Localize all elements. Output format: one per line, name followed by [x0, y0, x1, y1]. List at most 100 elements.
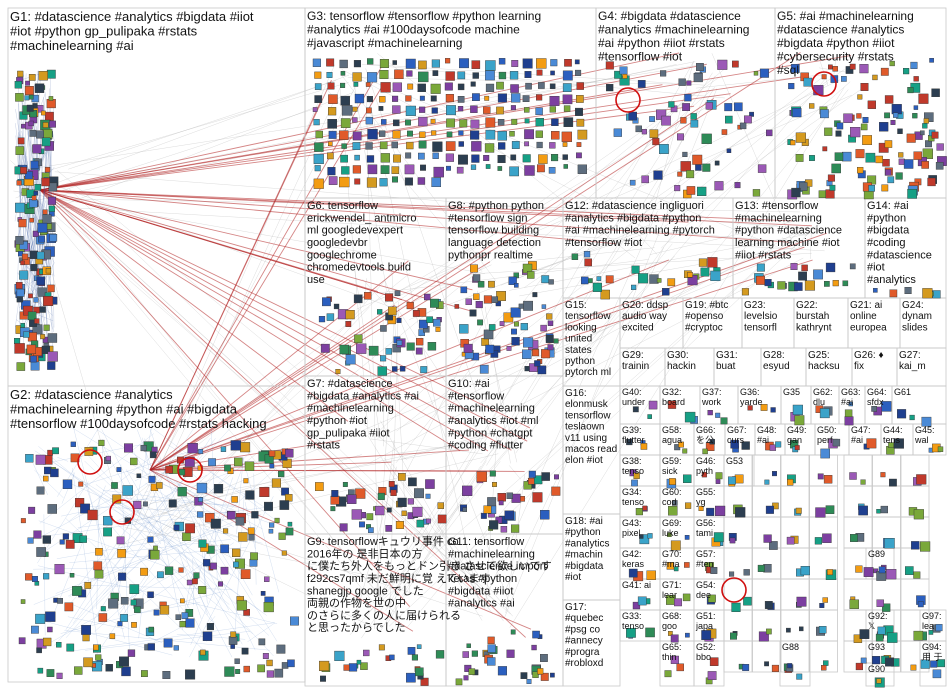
- g3-node: [406, 141, 414, 150]
- g5-node: [799, 182, 808, 191]
- g13-node: [801, 264, 808, 272]
- g11-node: [510, 629, 516, 635]
- g3-node: [392, 60, 398, 65]
- gx-node: [786, 536, 795, 545]
- group-label-g28: G28:esyud: [763, 350, 790, 372]
- g2-node: [285, 449, 294, 458]
- edge-strong: [149, 440, 341, 471]
- g7-node: [390, 489, 397, 496]
- g3-node: [393, 119, 400, 127]
- g59-node: [683, 474, 692, 484]
- g4-node: [705, 102, 713, 110]
- group-label-g92: G92:𝕏: [868, 611, 888, 631]
- g8-node: [511, 337, 520, 346]
- g2-node: [100, 606, 106, 612]
- g8-node: [541, 304, 547, 309]
- g9-node: [356, 659, 362, 665]
- g5-node: [913, 76, 919, 82]
- edge-g2: [110, 508, 175, 543]
- g4-node: [614, 70, 623, 79]
- g2-node: [156, 482, 163, 489]
- g3-node: [313, 178, 324, 189]
- g3-node: [431, 107, 438, 114]
- edge: [125, 273, 410, 504]
- g10-node: [511, 524, 520, 533]
- g10-node: [541, 472, 550, 481]
- g1-node: [38, 235, 45, 243]
- g3-node: [314, 71, 322, 79]
- g3-node: [433, 166, 444, 178]
- g2-node: [37, 667, 44, 674]
- g2-node: [175, 614, 182, 620]
- g3-node: [471, 60, 481, 69]
- g3-node: [353, 81, 359, 87]
- g4-node: [734, 182, 741, 189]
- g5-node: [898, 152, 904, 158]
- g8-node: [470, 264, 478, 273]
- g1-node: [16, 180, 22, 186]
- gx-node: [787, 479, 794, 486]
- edge-g2: [42, 454, 267, 616]
- g5-node: [884, 95, 894, 104]
- g3-node: [562, 83, 572, 93]
- g2-node: [52, 447, 59, 455]
- g2-node: [233, 457, 243, 467]
- edge-strong: [39, 189, 531, 429]
- g3-node: [511, 141, 520, 149]
- g3-node: [524, 129, 535, 140]
- g5-node: [795, 153, 804, 162]
- highlight-ring: [177, 457, 203, 483]
- g3-node: [341, 166, 350, 175]
- g9-node: [407, 647, 416, 655]
- g2-node: [140, 670, 148, 678]
- g3-node: [485, 83, 495, 93]
- g7-node: [437, 514, 447, 524]
- g4-node: [684, 94, 692, 102]
- g5-node: [907, 188, 918, 199]
- g1-node: [22, 253, 29, 260]
- g12-node: [605, 275, 614, 284]
- edge-g2: [97, 429, 236, 522]
- g5-node: [855, 149, 865, 159]
- g33-node: [645, 627, 655, 638]
- edge: [519, 247, 795, 297]
- group-label-g43: G43:pixel: [622, 518, 642, 538]
- g14-node: [932, 290, 941, 299]
- g7-node: [347, 494, 357, 504]
- edge: [515, 227, 679, 454]
- g4-node: [661, 115, 671, 126]
- g3-node: [432, 141, 443, 152]
- g5-node: [913, 151, 922, 160]
- g1-node: [18, 219, 27, 228]
- g8-node: [490, 350, 499, 358]
- g6-node: [377, 366, 387, 376]
- g2-node: [93, 561, 103, 571]
- g2-node: [278, 532, 286, 540]
- g8-node: [534, 360, 541, 367]
- g2-node: [140, 567, 148, 576]
- g2-node: [112, 494, 122, 504]
- g3-node: [379, 69, 389, 79]
- g3-node: [430, 118, 436, 124]
- g1-node: [16, 288, 25, 297]
- edge: [52, 206, 825, 252]
- edge: [125, 527, 404, 583]
- g3-node: [457, 83, 465, 91]
- g2-node: [64, 602, 74, 612]
- g6-node: [320, 343, 330, 353]
- g11-node: [506, 649, 515, 658]
- g10-node: [495, 516, 503, 524]
- edge: [361, 63, 725, 99]
- g2-node: [240, 569, 251, 580]
- edge-strong: [39, 189, 349, 422]
- g1-node: [19, 241, 28, 250]
- g3-node: [576, 82, 585, 90]
- g10-node: [497, 493, 506, 502]
- edge-g2: [181, 562, 233, 658]
- g46-node: [715, 479, 721, 484]
- g40-node: [632, 406, 639, 413]
- gx-node: [877, 626, 886, 635]
- edge: [56, 170, 408, 461]
- edge: [649, 216, 812, 255]
